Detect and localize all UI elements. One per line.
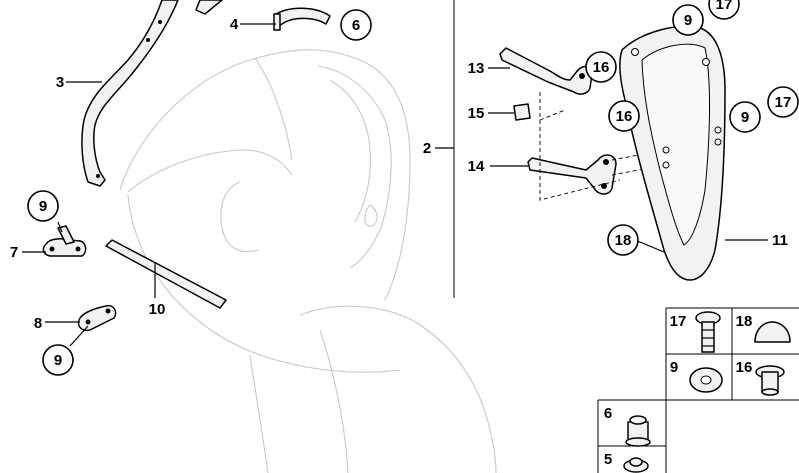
svg-text:9: 9 (39, 198, 47, 215)
svg-text:16: 16 (593, 59, 610, 76)
part-13-bracket (499, 47, 593, 95)
svg-text:17: 17 (775, 94, 792, 111)
grid-label-18: 18 (736, 313, 753, 330)
callout-6-top: 6 (340, 9, 372, 41)
part-10-strip (105, 239, 227, 309)
hardware-grid (597, 307, 799, 473)
callout-9-right-top: 9 (672, 4, 704, 36)
part-15-pad (513, 103, 531, 121)
label-14: 14 (468, 158, 485, 175)
part-8-bracket (77, 304, 117, 332)
hardware-5-nut (623, 457, 649, 473)
svg-text:9: 9 (741, 109, 749, 126)
callout-16-top: 16 (585, 51, 617, 83)
hardware-6-nut (625, 415, 651, 447)
hardware-17-screw (695, 311, 721, 353)
svg-text:18: 18 (615, 232, 632, 249)
callout-9-right-mid: 9 (729, 101, 761, 133)
svg-text:6: 6 (352, 17, 360, 34)
label-8: 8 (34, 315, 42, 332)
leader-lines (22, 23, 768, 347)
part-4-clamp (273, 7, 331, 31)
label-7: 7 (10, 244, 18, 261)
hardware-18-cap (754, 321, 791, 343)
grid-label-5: 5 (604, 451, 612, 468)
label-15: 15 (468, 105, 485, 122)
label-3: 3 (56, 74, 64, 91)
background-body-outline (119, 49, 497, 473)
part-14-bracket (527, 154, 617, 195)
grid-label-6: 6 (604, 405, 612, 422)
callout-16-mid: 16 (608, 100, 640, 132)
label-13: 13 (468, 60, 485, 77)
callout-17-right-mid: 17 (767, 86, 799, 118)
hardware-16-grommet (755, 365, 785, 396)
label-4: 4 (230, 16, 239, 33)
grid-label-9: 9 (670, 359, 678, 376)
callout-18: 18 (607, 224, 639, 256)
svg-text:9: 9 (684, 12, 692, 29)
label-11: 11 (772, 232, 788, 249)
part-11-fender (619, 25, 726, 281)
svg-text:16: 16 (616, 108, 633, 125)
label-2: 2 (423, 140, 431, 157)
callout-17-right-top: 17 (708, 0, 740, 20)
callout-9-left-bottom: 9 (42, 344, 74, 376)
svg-text:9: 9 (54, 352, 62, 369)
callout-9-left-top: 9 (27, 190, 59, 222)
part-7-bracket (42, 225, 87, 257)
grid-label-16: 16 (736, 359, 753, 376)
grid-label-17: 17 (670, 313, 687, 330)
svg-text:17: 17 (716, 0, 733, 13)
part-3-bracket (81, 0, 223, 187)
hardware-9-washer (689, 367, 723, 393)
label-10: 10 (149, 301, 166, 318)
